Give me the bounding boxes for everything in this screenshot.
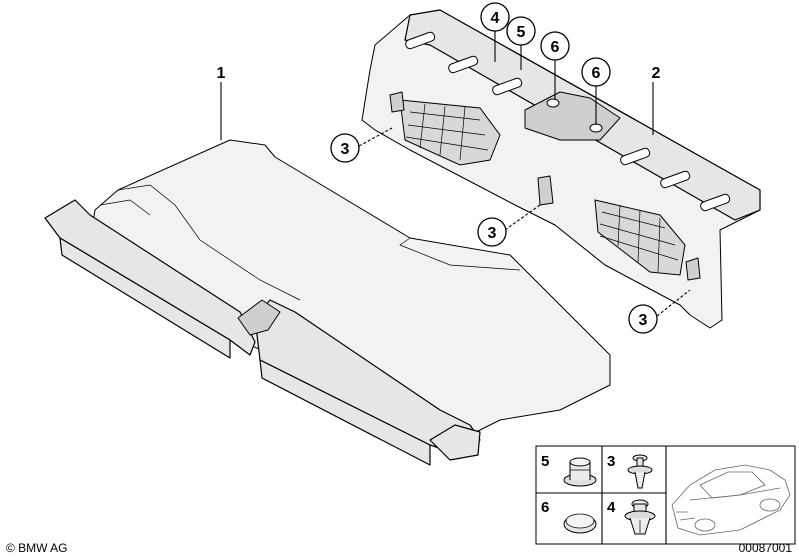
copyright-label: © BMW AG	[6, 541, 68, 555]
callout-6-a: 6	[540, 31, 570, 61]
diagram-number: 00087001	[739, 541, 793, 555]
svg-text:5: 5	[541, 453, 549, 470]
callout-2: 2	[652, 65, 661, 82]
callout-3-a: 3	[330, 133, 360, 163]
svg-text:3: 3	[341, 141, 350, 158]
legend-item-5: 5	[541, 453, 597, 487]
callout-3-c: 3	[628, 304, 658, 334]
legend-item-3: 3	[607, 453, 653, 489]
svg-text:3: 3	[607, 453, 615, 470]
svg-text:6: 6	[541, 499, 549, 516]
svg-text:1: 1	[217, 65, 226, 82]
floor-panel-part-1	[44, 82, 611, 466]
svg-text:6: 6	[551, 39, 560, 56]
svg-text:3: 3	[488, 225, 497, 242]
callout-3-b: 3	[477, 217, 507, 247]
svg-text:2: 2	[652, 65, 661, 82]
vehicle-thumbnail-icon	[671, 464, 791, 536]
round-cap-icon	[563, 513, 597, 534]
push-clip-icon	[624, 499, 656, 535]
callout-6-b: 6	[581, 57, 611, 87]
legend-item-4: 4	[607, 499, 656, 535]
parts-legend: 5 3 6	[535, 445, 796, 545]
expansion-rivet-icon	[627, 454, 653, 489]
svg-text:4: 4	[607, 499, 616, 516]
callout-4: 4	[480, 2, 510, 32]
rear-trim-panel-part-2	[358, 9, 761, 329]
svg-text:4: 4	[491, 10, 500, 27]
grommet-plug-icon	[563, 457, 597, 487]
svg-text:6: 6	[592, 65, 601, 82]
callout-1: 1	[217, 65, 226, 82]
svg-text:3: 3	[639, 312, 648, 329]
callout-5: 5	[506, 16, 536, 46]
legend-item-6: 6	[541, 499, 597, 534]
svg-text:5: 5	[517, 24, 526, 41]
